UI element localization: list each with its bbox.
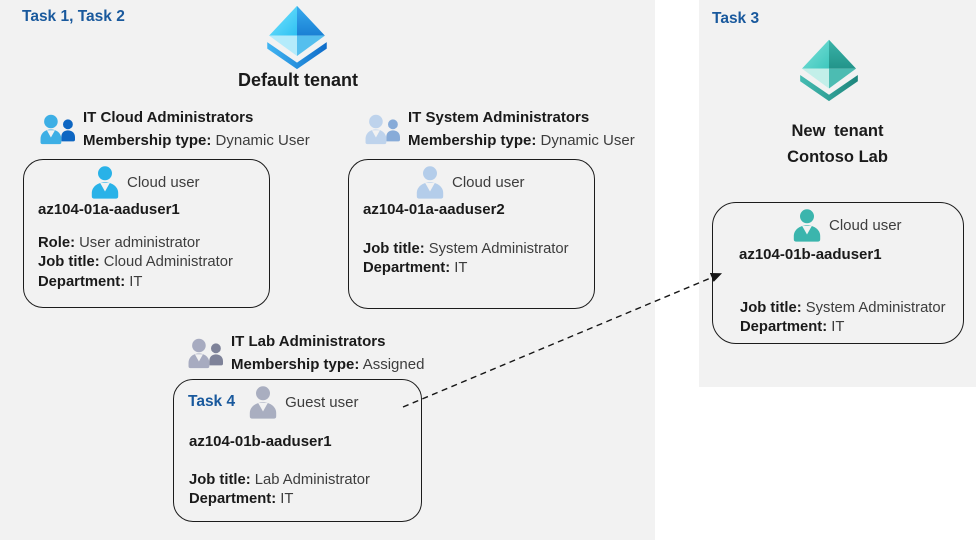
card-header: Cloud user <box>90 165 200 199</box>
user-card-az104-01b-aaduser1-new-tenant: Cloud user az104-01b-aaduser1 Job title:… <box>712 202 964 344</box>
user-type-label: Cloud user <box>127 173 200 191</box>
task-label-inline: Task 4 <box>188 393 236 410</box>
attribute-row: Job title: Cloud Administrator <box>38 254 233 271</box>
user-attributes: Role: User administrator Job title: Clou… <box>38 234 233 292</box>
username: az104-01a-aaduser2 <box>363 201 505 218</box>
attribute-row: Department: IT <box>38 273 143 290</box>
user-group-icon <box>363 113 403 147</box>
group-membership: Membership type: Assigned <box>231 356 425 373</box>
new-tenant-title-line1: New tenant <box>791 122 884 140</box>
user-card-az104-01a-aaduser1: Cloud user az104-01a-aaduser1 Role: User… <box>23 159 270 308</box>
group-header-text: IT Lab Administrators Membership type: A… <box>231 330 486 375</box>
default-tenant-title: Default tenant <box>237 70 358 90</box>
group-membership: Membership type: Dynamic User <box>408 132 635 149</box>
azure-ad-tenant-icon <box>794 38 864 102</box>
new-tenant-panel: Task 3 New tenant Contoso Lab Cloud user… <box>699 0 976 387</box>
group-header-text: IT System Administrators Membership type… <box>408 106 663 151</box>
user-attributes: Job title: System Administrator Departme… <box>740 299 946 338</box>
card-header: Cloud user <box>415 165 525 199</box>
username: az104-01b-aaduser1 <box>189 433 332 450</box>
default-tenant-panel: Task 1, Task 2 Default tenant IT Cloud A… <box>0 0 655 540</box>
new-tenant-title-line2: Contoso Lab <box>787 148 888 166</box>
attribute-row: Role: User administrator <box>38 235 200 251</box>
group-header-text: IT Cloud Administrators Membership type:… <box>83 106 338 151</box>
user-attributes: Job title: Lab Administrator Department:… <box>189 471 370 510</box>
attribute-row: Job title: System Administrator <box>740 300 946 316</box>
username: az104-01b-aaduser1 <box>739 246 882 263</box>
group-name: IT Cloud Administrators <box>83 109 254 126</box>
card-header: Cloud user <box>792 208 902 242</box>
attribute-row: Job title: Lab Administrator <box>189 472 370 488</box>
task-label-left: Task 1, Task 2 <box>22 8 125 25</box>
user-type-label: Cloud user <box>452 173 525 191</box>
user-attributes: Job title: System Administrator Departme… <box>363 240 569 279</box>
guest-user-icon <box>248 386 278 419</box>
username: az104-01a-aaduser1 <box>38 201 180 218</box>
user-group-icon <box>38 113 78 147</box>
group-it-cloud-administrators: IT Cloud Administrators Membership type:… <box>38 106 338 151</box>
group-name: IT Lab Administrators <box>231 333 386 350</box>
attribute-row: Job title: System Administrator <box>363 241 569 257</box>
attribute-row: Department: IT <box>363 260 468 277</box>
group-name: IT System Administrators <box>408 109 590 126</box>
user-card-az104-01a-aaduser2: Cloud user az104-01a-aaduser2 Job title:… <box>348 159 595 309</box>
cloud-user-icon <box>90 166 120 199</box>
cloud-user-icon <box>792 209 822 242</box>
task-label-right: Task 3 <box>712 10 760 27</box>
user-type-label: Guest user <box>285 393 359 411</box>
group-it-system-administrators: IT System Administrators Membership type… <box>363 106 663 151</box>
guest-user-card-az104-01b-aaduser1: Task 4 Guest user az104-01b-aaduser1 Job… <box>173 379 422 522</box>
attribute-row: Department: IT <box>189 491 294 508</box>
card-header: Task 4 Guest user <box>188 385 358 419</box>
group-it-lab-administrators: IT Lab Administrators Membership type: A… <box>186 330 486 375</box>
cloud-user-icon <box>415 166 445 199</box>
user-type-label: Cloud user <box>829 216 902 234</box>
group-membership: Membership type: Dynamic User <box>83 132 310 149</box>
user-group-icon <box>186 337 226 371</box>
azure-ad-tenant-icon <box>261 4 333 70</box>
attribute-row: Department: IT <box>740 319 845 336</box>
